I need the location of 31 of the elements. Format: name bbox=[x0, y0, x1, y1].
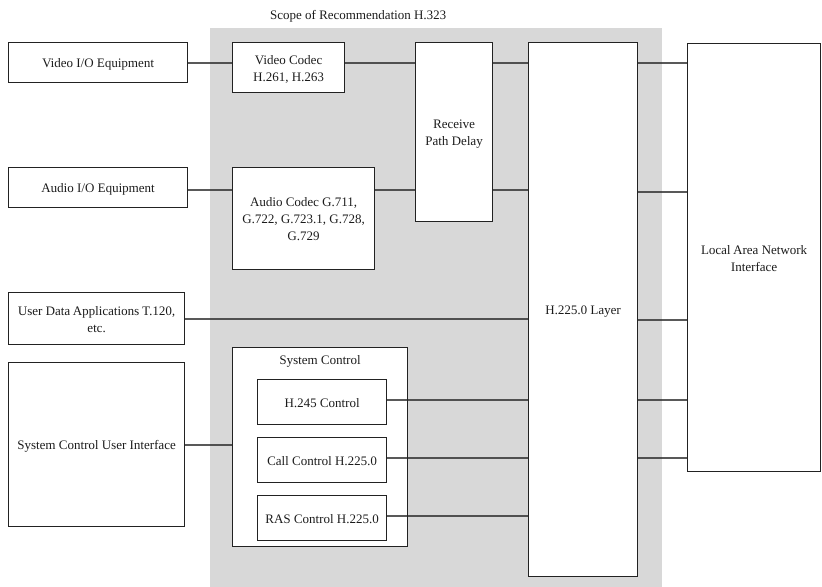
control-group-box bbox=[232, 347, 408, 547]
block-box: Call Control H.225.0 bbox=[257, 437, 387, 483]
layer-box: H.225.0 Layer bbox=[528, 42, 638, 577]
connector-line bbox=[386, 457, 528, 459]
block-box: Video Codec H.261, H.263 bbox=[232, 42, 345, 93]
connector-line bbox=[188, 189, 232, 191]
connector-line bbox=[386, 515, 528, 517]
block-box: Audio Codec G.711, G.722, G.723.1, G.728, G.729 bbox=[232, 167, 375, 270]
block-box: Video I/O Equipment bbox=[8, 42, 188, 83]
connector-line bbox=[185, 318, 528, 320]
block-box: User Data Applications T.120, etc. bbox=[8, 292, 185, 345]
connector-line bbox=[638, 457, 687, 459]
connector-line bbox=[493, 189, 528, 191]
interface-box: Local Area Network Interface bbox=[687, 43, 821, 472]
connector-line bbox=[638, 191, 687, 193]
group-heading: System Control bbox=[278, 352, 362, 368]
connector-line bbox=[386, 399, 528, 401]
connector-line bbox=[638, 319, 687, 321]
block-box: Audio I/O Equipment bbox=[8, 167, 188, 208]
connector-line bbox=[493, 62, 528, 64]
connector-line bbox=[185, 444, 232, 446]
connector-line bbox=[638, 399, 687, 401]
block-box: RAS Control H.225.0 bbox=[257, 495, 387, 541]
connector-line bbox=[375, 189, 415, 191]
scope-title: Scope of Recommendation H.323 bbox=[270, 6, 446, 24]
block-box: H.245 Control bbox=[257, 379, 387, 425]
connector-line bbox=[638, 62, 687, 64]
block-box: System Control User Interface bbox=[8, 362, 185, 527]
connector-line bbox=[345, 62, 415, 64]
block-box: Receive Path Delay bbox=[415, 42, 493, 222]
connector-line bbox=[188, 62, 232, 64]
